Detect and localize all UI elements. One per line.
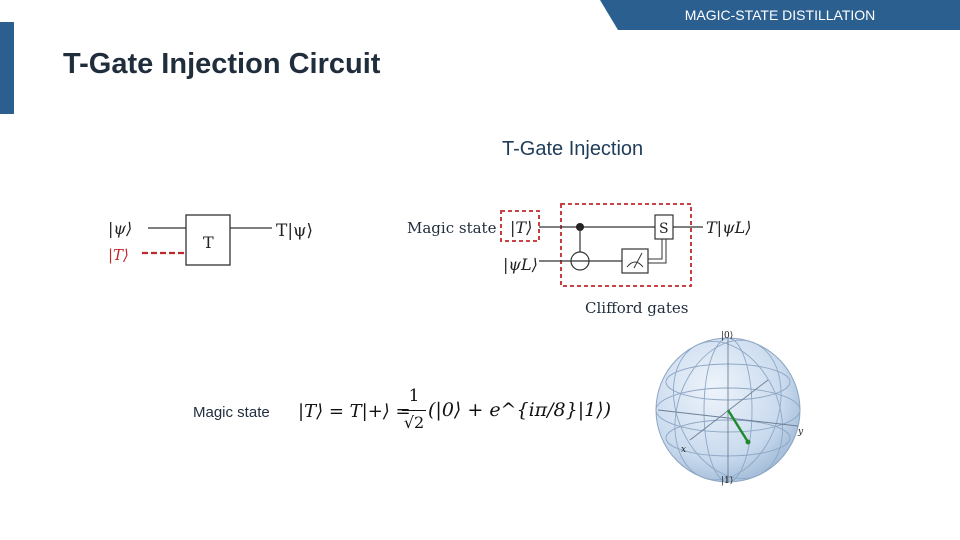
ket-psil-label: |ψL⟩ bbox=[503, 255, 538, 274]
accent-bar bbox=[0, 22, 14, 114]
bloch-bottom-label: |1⟩ bbox=[721, 476, 733, 486]
t-gate-label: T bbox=[203, 233, 214, 252]
bloch-x-label: x bbox=[681, 445, 686, 455]
ket-t-label: |T⟩ bbox=[510, 218, 532, 237]
injection-circuit: Magic state |T⟩ |ψL⟩ S T|ψL⟩ Clifford ga… bbox=[407, 203, 751, 317]
classical-wire-a bbox=[648, 239, 663, 260]
bloch-top-label: |0⟩ bbox=[721, 331, 733, 341]
output-label: T|ψ⟩ bbox=[276, 221, 313, 241]
s-gate-box bbox=[654, 214, 674, 240]
meter-arc bbox=[626, 261, 644, 268]
formula-denominator: √2 bbox=[403, 413, 425, 432]
measurement-box bbox=[621, 248, 649, 274]
bloch-y-label: y bbox=[797, 427, 804, 437]
meter-needle bbox=[633, 252, 643, 269]
state-vector bbox=[726, 409, 750, 443]
classical-wire-b bbox=[648, 239, 667, 264]
s-gate-label: S bbox=[659, 221, 669, 237]
formula-rhs: (|0⟩ + e^{iπ/8}|1⟩) bbox=[428, 399, 612, 421]
fraction-bar bbox=[402, 410, 426, 411]
injection-title: T-Gate Injection bbox=[502, 138, 644, 160]
input-psi-label: |ψ⟩ bbox=[108, 219, 132, 238]
input-t-label: |T⟩ bbox=[108, 246, 129, 264]
magic-state-box bbox=[500, 210, 540, 242]
state-vector-tip bbox=[745, 439, 751, 445]
simple-t-circuit: |ψ⟩ |T⟩ T T|ψ⟩ bbox=[108, 214, 313, 266]
bloch-sphere: |0⟩ |1⟩ x y bbox=[655, 331, 804, 486]
output-label-logical: T|ψL⟩ bbox=[706, 218, 751, 237]
y-axis bbox=[657, 409, 799, 427]
page-title: T-Gate Injection Circuit bbox=[63, 48, 381, 80]
formula-magic-label: Magic state bbox=[193, 404, 270, 421]
formula-lhs: |T⟩ = T|+⟩ = bbox=[298, 401, 411, 422]
magic-state-label: Magic state bbox=[407, 219, 497, 237]
banner-label: MAGIC-STATE DISTILLATION bbox=[684, 7, 876, 23]
header-banner bbox=[600, 0, 960, 30]
formula-numerator: 1 bbox=[408, 386, 420, 406]
clifford-box bbox=[560, 203, 692, 287]
clifford-label: Clifford gates bbox=[585, 299, 688, 317]
t-gate-box bbox=[185, 214, 231, 266]
